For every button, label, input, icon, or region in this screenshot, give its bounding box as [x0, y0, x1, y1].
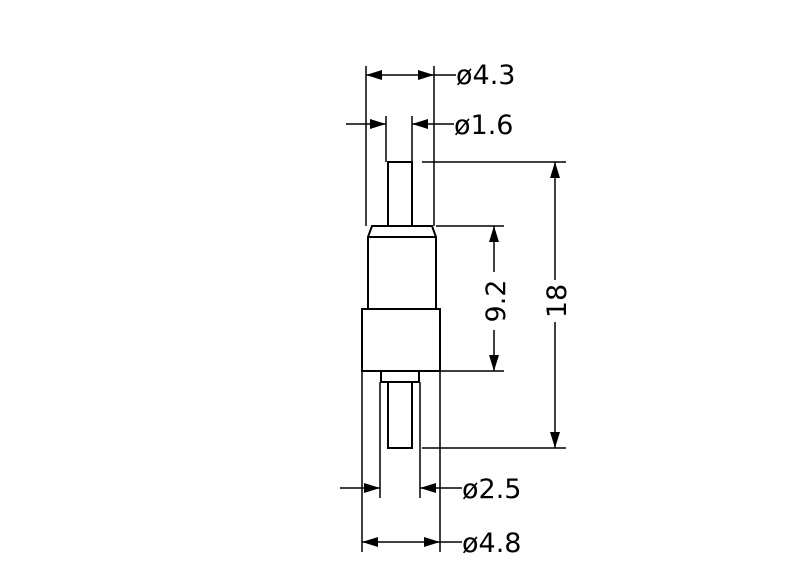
collar [361, 308, 441, 372]
tail-step [380, 370, 420, 383]
plunger-tip [387, 161, 413, 227]
dim-top-outer [365, 66, 456, 226]
dim-label-top-outer: ø4.3 [456, 60, 515, 91]
pin-outline [361, 161, 441, 449]
dim-label-body: 9.2 [481, 280, 512, 323]
dim-collar [361, 371, 462, 552]
barrel [367, 225, 437, 310]
dim-label-tail: ø2.5 [462, 474, 521, 505]
dim-length-body [436, 225, 504, 372]
dim-length-total [422, 161, 566, 449]
dim-label-tip: ø1.6 [454, 110, 513, 141]
dim-tail [340, 382, 462, 498]
dim-label-collar: ø4.8 [462, 528, 521, 559]
tail-pin [387, 381, 413, 449]
dim-label-total: 18 [542, 284, 573, 318]
dim-top-tip [346, 116, 454, 162]
